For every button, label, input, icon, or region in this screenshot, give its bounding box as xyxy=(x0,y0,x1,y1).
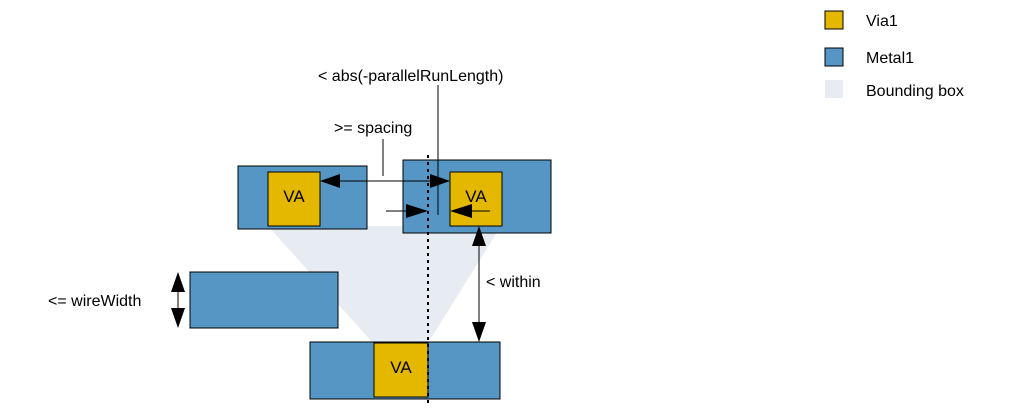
legend-via-swatch xyxy=(824,10,844,30)
within-arrow-head-bottom xyxy=(472,322,486,342)
legend-bbox-label: Bounding box xyxy=(866,83,964,100)
legend-metal-swatch xyxy=(824,47,844,67)
via-top-right xyxy=(449,171,503,227)
spacing-arrow-head-left xyxy=(320,174,340,188)
via-top-right-label: VA xyxy=(465,187,487,206)
within-label: < within xyxy=(486,274,541,291)
legend-metal-label: Metal1 xyxy=(866,50,914,67)
via-top-left-label: VA xyxy=(283,187,305,206)
wire-width-arrow-head-top xyxy=(171,272,185,292)
via-top-left xyxy=(267,171,321,227)
legend: Via1 Metal1 Bounding box xyxy=(824,10,964,100)
wire-width-arrow-head-bottom xyxy=(171,308,185,328)
legend-bbox-swatch xyxy=(825,80,843,98)
wire-width-label: <= wireWidth xyxy=(48,293,141,310)
via-bottom-label: VA xyxy=(390,358,412,377)
legend-via-label: Via1 xyxy=(866,13,898,30)
bounding-box-region xyxy=(268,226,501,343)
spacing-arrow-head-right xyxy=(430,174,450,188)
within-arrow-head-top xyxy=(472,226,486,246)
prl-arrow-right-head xyxy=(450,204,472,218)
via-bottom xyxy=(373,342,429,398)
metal-wire-left xyxy=(189,271,339,329)
parallel-run-length-label: < abs(-parallelRunLength) xyxy=(318,68,503,85)
spacing-label: >= spacing xyxy=(334,120,412,137)
prl-arrow-left-head xyxy=(406,204,428,218)
